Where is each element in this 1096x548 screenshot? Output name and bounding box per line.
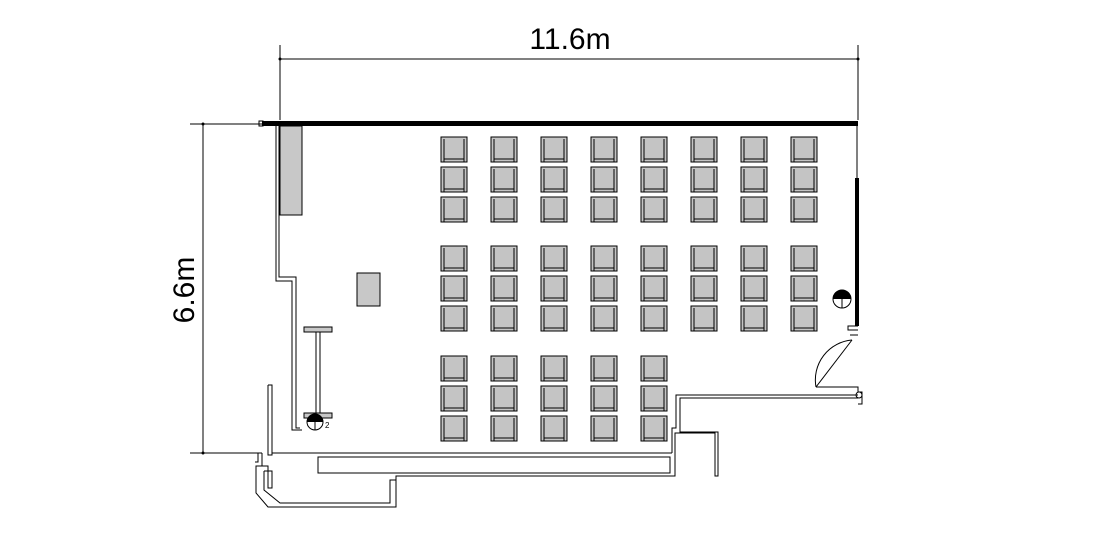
seat bbox=[790, 166, 818, 193]
seat bbox=[640, 355, 668, 382]
seat bbox=[740, 275, 768, 302]
seat bbox=[640, 305, 668, 332]
height-label: 6.6m bbox=[168, 257, 201, 324]
seat bbox=[590, 355, 618, 382]
seat bbox=[690, 136, 718, 163]
seat bbox=[690, 305, 718, 332]
screen-stand-top bbox=[303, 326, 333, 333]
seat bbox=[540, 245, 568, 272]
seat bbox=[740, 136, 768, 163]
width-label: 11.6m bbox=[529, 23, 610, 56]
seating-area bbox=[440, 136, 818, 442]
seat bbox=[640, 275, 668, 302]
seat bbox=[440, 305, 468, 332]
seat bbox=[690, 166, 718, 193]
seat bbox=[540, 385, 568, 412]
seat bbox=[740, 305, 768, 332]
height-dimension: 6.6m bbox=[168, 122, 262, 455]
seat bbox=[540, 305, 568, 332]
seat bbox=[590, 275, 618, 302]
seat bbox=[740, 196, 768, 223]
seat bbox=[440, 385, 468, 412]
seat bbox=[740, 166, 768, 193]
lectern bbox=[356, 272, 381, 307]
seat bbox=[690, 275, 718, 302]
seat bbox=[740, 245, 768, 272]
seat bbox=[690, 196, 718, 223]
seat bbox=[590, 245, 618, 272]
seat bbox=[790, 196, 818, 223]
seat bbox=[490, 136, 518, 163]
seat bbox=[640, 245, 668, 272]
seat bbox=[490, 196, 518, 223]
svg-text:2: 2 bbox=[325, 421, 330, 430]
seat bbox=[790, 136, 818, 163]
seat bbox=[440, 166, 468, 193]
seat bbox=[440, 355, 468, 382]
width-dimension: 11.6m bbox=[278, 23, 860, 120]
seat bbox=[590, 305, 618, 332]
seat bbox=[790, 245, 818, 272]
seat bbox=[490, 305, 518, 332]
seat bbox=[640, 415, 668, 442]
seat bbox=[540, 136, 568, 163]
seat bbox=[490, 385, 518, 412]
seat bbox=[540, 355, 568, 382]
seat bbox=[690, 245, 718, 272]
seat bbox=[790, 305, 818, 332]
seat bbox=[540, 166, 568, 193]
seat bbox=[540, 415, 568, 442]
seat bbox=[590, 415, 618, 442]
seat bbox=[590, 136, 618, 163]
seat bbox=[590, 196, 618, 223]
outlet-icon: 2 bbox=[306, 413, 330, 431]
outlet-icon bbox=[832, 289, 852, 309]
seat bbox=[640, 196, 668, 223]
seat bbox=[640, 166, 668, 193]
seat bbox=[440, 136, 468, 163]
seat bbox=[490, 275, 518, 302]
seat bbox=[490, 415, 518, 442]
walls bbox=[255, 120, 863, 508]
seat bbox=[490, 245, 518, 272]
seat bbox=[540, 275, 568, 302]
whiteboard bbox=[279, 125, 303, 216]
seat bbox=[440, 275, 468, 302]
seat bbox=[590, 166, 618, 193]
seat bbox=[440, 245, 468, 272]
seat bbox=[590, 385, 618, 412]
seat bbox=[790, 275, 818, 302]
seat bbox=[490, 355, 518, 382]
seat bbox=[640, 136, 668, 163]
seat bbox=[440, 415, 468, 442]
seat bbox=[490, 166, 518, 193]
seat bbox=[640, 385, 668, 412]
fixtures: 2 bbox=[279, 125, 852, 431]
seat bbox=[440, 196, 468, 223]
seat bbox=[540, 196, 568, 223]
